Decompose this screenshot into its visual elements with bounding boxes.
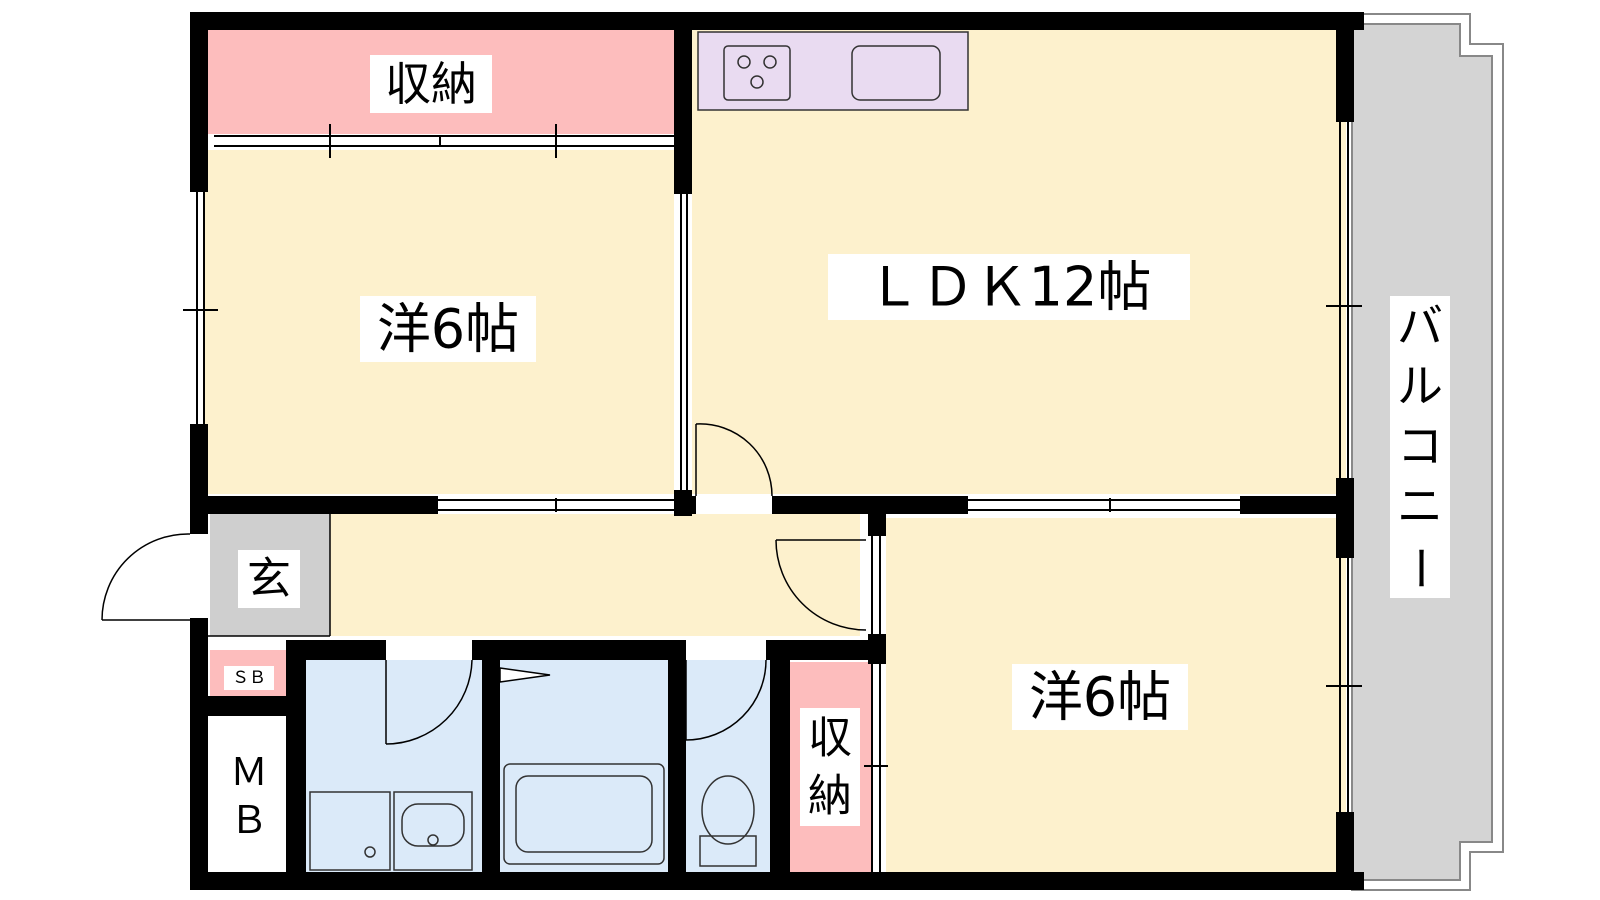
label-shoe-box: ＳＢ (224, 666, 274, 690)
svg-text:収: 収 (808, 713, 852, 764)
svg-text:納: 納 (808, 771, 852, 822)
bathtub-icon (503, 763, 665, 865)
sink-icon (851, 45, 941, 101)
label-entrance: 玄 (238, 550, 300, 608)
toilet-icon (699, 775, 757, 867)
svg-text:ＳＢ: ＳＢ (232, 668, 266, 688)
svg-text:ニ: ニ (1397, 479, 1443, 533)
door-swing-icon (101, 423, 867, 760)
svg-text:洋6帖: 洋6帖 (377, 298, 519, 361)
label-western-room-bottom: 洋6帖 (1012, 664, 1188, 730)
label-storage-top: 収納 (370, 55, 492, 113)
kitchen-counter (697, 31, 969, 111)
walls (190, 12, 1364, 890)
label-meter-box: Ｍ Ｂ (230, 750, 268, 842)
svg-text:コ: コ (1397, 419, 1443, 473)
svg-text:玄: 玄 (247, 554, 291, 605)
svg-text:洋6帖: 洋6帖 (1029, 666, 1171, 729)
toilet-area (686, 660, 770, 872)
label-western-room-top: 洋6帖 (360, 296, 536, 362)
svg-text:ＬＤＫ12帖: ＬＤＫ12帖 (867, 256, 1152, 319)
label-balcony: バ ル コ ニ ー (1390, 296, 1450, 598)
hallway-area (330, 514, 860, 636)
stove-icon (723, 45, 791, 101)
label-ldk: ＬＤＫ12帖 (828, 254, 1190, 320)
bathroom-area (500, 660, 668, 872)
openings (183, 122, 1362, 872)
svg-text:バ: バ (1397, 299, 1443, 353)
svg-text:ル: ル (1397, 359, 1443, 413)
svg-text:収納: 収納 (385, 57, 477, 111)
svg-text:Ｍ: Ｍ (230, 750, 268, 794)
meter-box-area (210, 716, 286, 872)
washbasin-icon (309, 791, 473, 871)
svg-text:ー: ー (1393, 545, 1447, 591)
svg-text:Ｂ: Ｂ (230, 798, 268, 842)
label-storage-side: 収 納 (800, 708, 860, 826)
